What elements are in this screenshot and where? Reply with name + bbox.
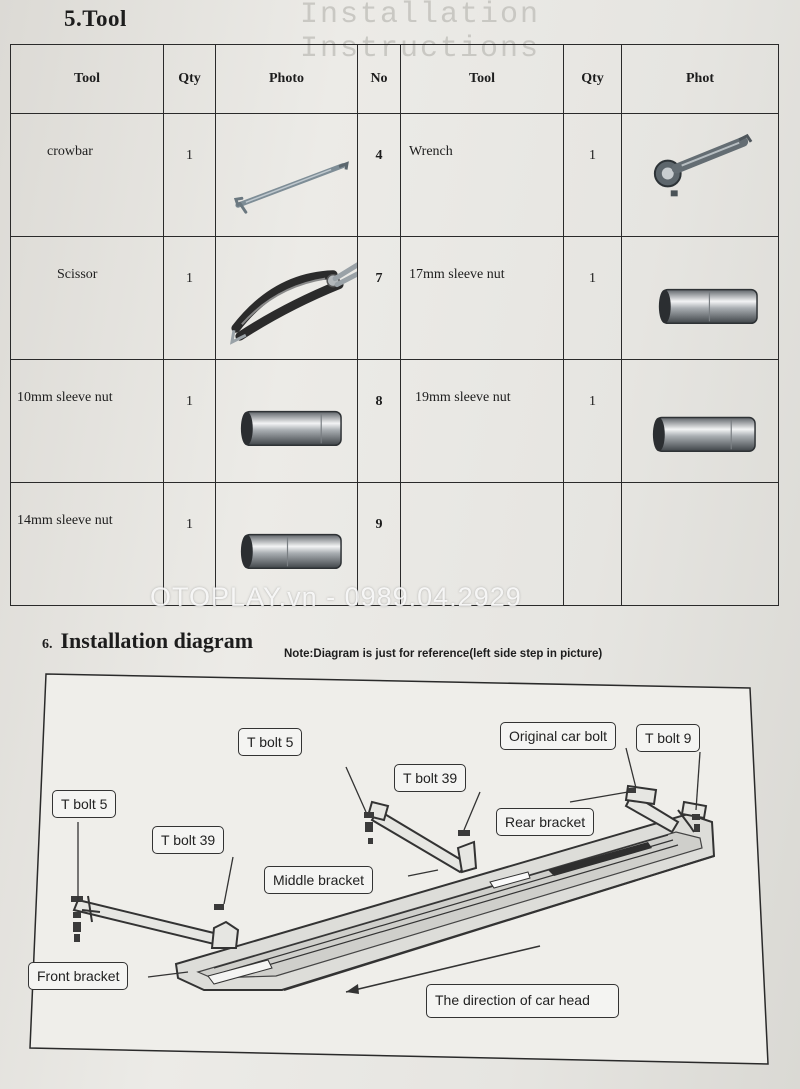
callout-middle-bracket: Middle bracket (264, 866, 374, 894)
callout-t-bolt-39-left: T bolt 39 (152, 826, 225, 854)
callout-front-bracket: Front bracket (28, 962, 129, 990)
qty-cell: 1 (563, 113, 622, 237)
table-row: Scissor 1 7 17mm sleeve nut 1 (10, 236, 779, 360)
callout-t-bolt-9: T bolt 9 (636, 724, 701, 752)
row-number: 9 (357, 482, 401, 606)
tool-name: Scissor (57, 267, 98, 282)
tool-name-cell (400, 482, 564, 606)
photo-cell (215, 113, 358, 237)
header-photo: Photo (215, 44, 358, 114)
tool-name: 14mm sleeve nut (17, 513, 113, 528)
callout-t-bolt-5-left: T bolt 5 (52, 790, 117, 818)
qty-cell: 1 (163, 236, 216, 360)
tool-name-cell: 17mm sleeve nut (400, 236, 564, 360)
photo-cell (215, 482, 358, 606)
socket-icon (240, 533, 342, 570)
photo-cell (215, 359, 358, 483)
tool-name-cell: crowbar (10, 113, 164, 237)
qty-cell: 1 (163, 482, 216, 606)
row-number: 8 (357, 359, 401, 483)
socket-icon (658, 288, 758, 325)
header-no: No (357, 44, 401, 114)
tool-name-cell: 10mm sleeve nut (10, 359, 164, 483)
qty-cell: 1 (163, 113, 216, 237)
scissor-icon (229, 262, 357, 345)
qty-cell: 1 (563, 236, 622, 360)
callout-t-bolt-5-top: T bolt 5 (238, 728, 303, 756)
header-qty-right: Qty (563, 44, 622, 114)
callout-direction-of-car-head: The direction of car head (426, 984, 619, 1018)
diagram-number: 6. (42, 637, 53, 652)
socket-icon (240, 410, 342, 447)
photo-cell (621, 113, 779, 237)
tool-name: Wrench (409, 144, 453, 159)
tool-name: 17mm sleeve nut (409, 267, 505, 282)
callout-t-bolt-39-mid: T bolt 39 (394, 764, 467, 792)
photo-cell (621, 236, 779, 360)
tool-name: crowbar (47, 144, 93, 159)
table-row: crowbar 1 4 Wrench 1 (10, 113, 779, 237)
wrench-icon (653, 133, 753, 197)
header-photo-right: Phot (621, 44, 779, 114)
table-row: 10mm sleeve nut 1 8 19mm sleeve nut 1 (10, 359, 779, 483)
callout-original-car-bolt: Original car bolt (500, 722, 617, 750)
callout-leader-lines (77, 747, 701, 978)
section-title-tool: 5.Tool (64, 6, 127, 31)
row-number: 4 (357, 113, 401, 237)
tool-name: 19mm sleeve nut (415, 390, 511, 405)
qty-cell (563, 482, 622, 606)
tool-table: Tool Qty Photo No Tool Qty Phot crowbar … (10, 44, 779, 606)
diagram-note: Note:Diagram is just for reference(left … (284, 648, 603, 660)
tool-name-cell: Scissor (10, 236, 164, 360)
diagram-drawing (29, 673, 769, 1065)
photo-cell-empty (621, 482, 779, 606)
crowbar-icon (233, 161, 349, 214)
diagram-title: Installation diagram (60, 628, 254, 653)
qty-cell: 1 (163, 359, 216, 483)
photo-cell (621, 359, 779, 483)
bracket-drawings (72, 784, 708, 949)
table-header-row: Tool Qty Photo No Tool Qty Phot (10, 44, 779, 114)
tool-name-cell: Wrench (400, 113, 564, 237)
watermark-text: OTOPLAY.vn - 0989.04.2929 (150, 582, 522, 612)
tool-name: 10mm sleeve nut (17, 390, 113, 405)
header-tool-right: Tool (400, 44, 564, 114)
header-qty: Qty (163, 44, 216, 114)
callout-rear-bracket: Rear bracket (496, 808, 595, 836)
bolt-drawings (71, 788, 700, 942)
socket-icon (652, 416, 756, 452)
photo-cell (215, 236, 358, 360)
direction-arrow (345, 945, 541, 994)
tool-name-cell: 19mm sleeve nut (400, 359, 564, 483)
diagram-heading: 6. Installation diagram (42, 628, 253, 654)
row-number: 7 (357, 236, 401, 360)
table-row: 14mm sleeve nut 1 9 (10, 482, 779, 606)
installation-diagram: T bolt 5 T bolt 5 T bolt 39 T bolt 39 Or… (28, 672, 776, 1072)
qty-cell: 1 (563, 359, 622, 483)
header-tool: Tool (10, 44, 164, 114)
tool-name-cell: 14mm sleeve nut (10, 482, 164, 606)
running-board-drawing (174, 812, 716, 991)
